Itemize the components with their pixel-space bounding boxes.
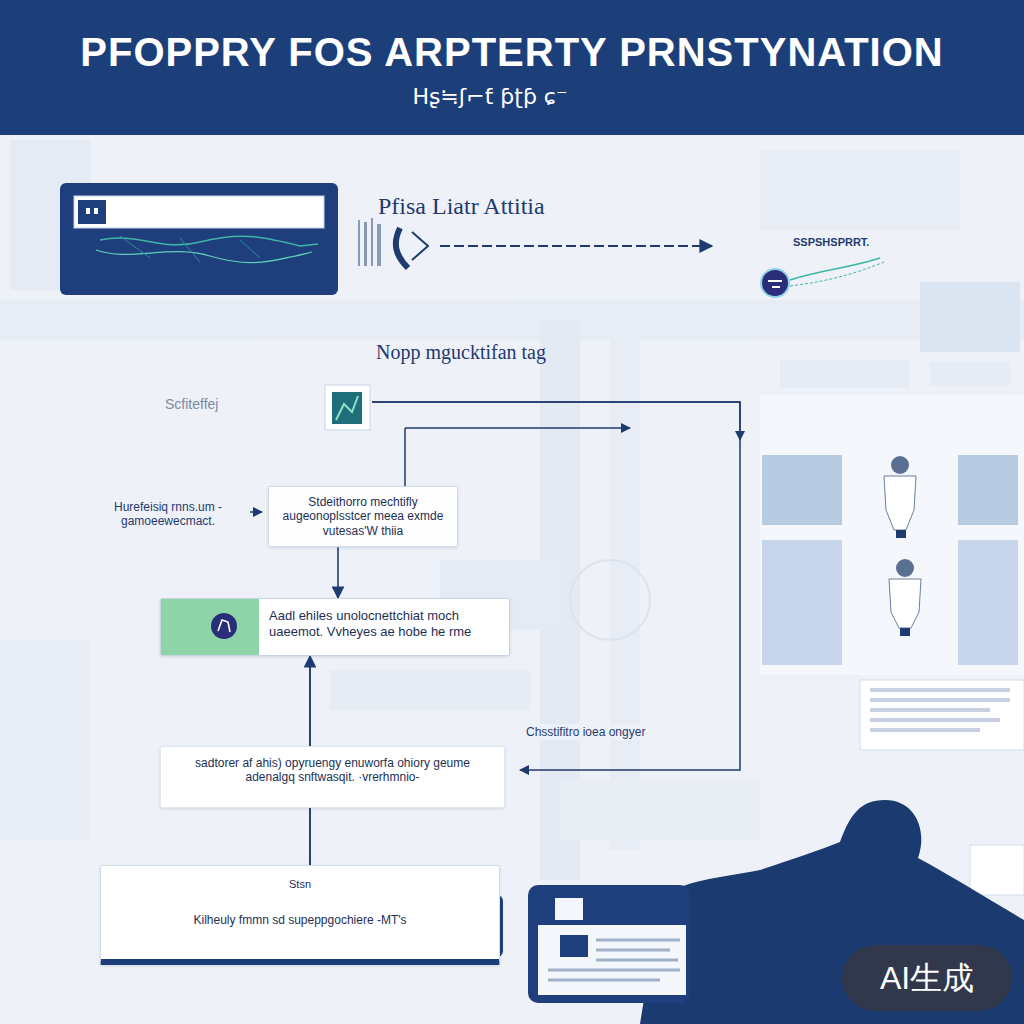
icon-circle (211, 613, 237, 639)
chart-icon (325, 385, 370, 430)
wire-label: Chsstifitro ioea ongyer (523, 724, 739, 740)
person-figure (884, 456, 921, 636)
process-box: Aadl ehiles unolocnettchiat moch uaeemot… (160, 598, 510, 656)
icon-mark (218, 620, 230, 632)
icon-label: SSPSHSPRRT. (793, 236, 923, 249)
box-text: AI生成 (880, 959, 974, 997)
faded-label: Scfiteffej (165, 396, 285, 413)
process-box: Stdeithorro mechtifly augeonoplsstcer me… (268, 486, 458, 547)
tablet (528, 885, 690, 1003)
app-icon (761, 258, 884, 297)
box-text: Aadl ehiles unolocnettchiat moch uaeemot… (269, 608, 499, 639)
header-band (0, 0, 1024, 135)
footer-box: StsnKilheuly fmmn sd supeppgochiere -MT'… (100, 865, 500, 965)
subtitle: Hʂ≒ʃ⌐ƭ ƥʈƥ ɕ⁻ (300, 84, 680, 110)
box-text: Kilheuly fmmn sd supeppgochiere -MT's (113, 913, 487, 927)
silhouette (640, 800, 1024, 1024)
card (60, 183, 338, 295)
connector (337, 547, 339, 598)
side-note: Hurefeisiq rnns.um -gamoeewecmact. (88, 500, 248, 529)
title: PFOPPRY FOS ARPTERTY PRNSTYNATION (0, 30, 1024, 75)
watermark-badge: AI生成 (842, 945, 1012, 1011)
box-text: sadtorer af ahis) opyruengy enuworfa ohi… (173, 756, 492, 785)
background-shapes (0, 140, 1024, 880)
box-heading: Stsn (113, 878, 487, 891)
node-icon (209, 611, 239, 641)
heading-label: Pfisa Liatr Attitia (378, 192, 638, 221)
barcode-mark (358, 218, 428, 268)
box-text: Stdeithorro mechtifly augeonoplsstcer me… (277, 495, 449, 538)
section-label: Nopp mgucktifan tag (376, 340, 676, 364)
wires (250, 402, 740, 770)
note-box: sadtorer af ahis) opyruengy enuworfa ohi… (160, 746, 505, 808)
flow-arrow (440, 245, 712, 247)
background (0, 135, 1024, 1024)
